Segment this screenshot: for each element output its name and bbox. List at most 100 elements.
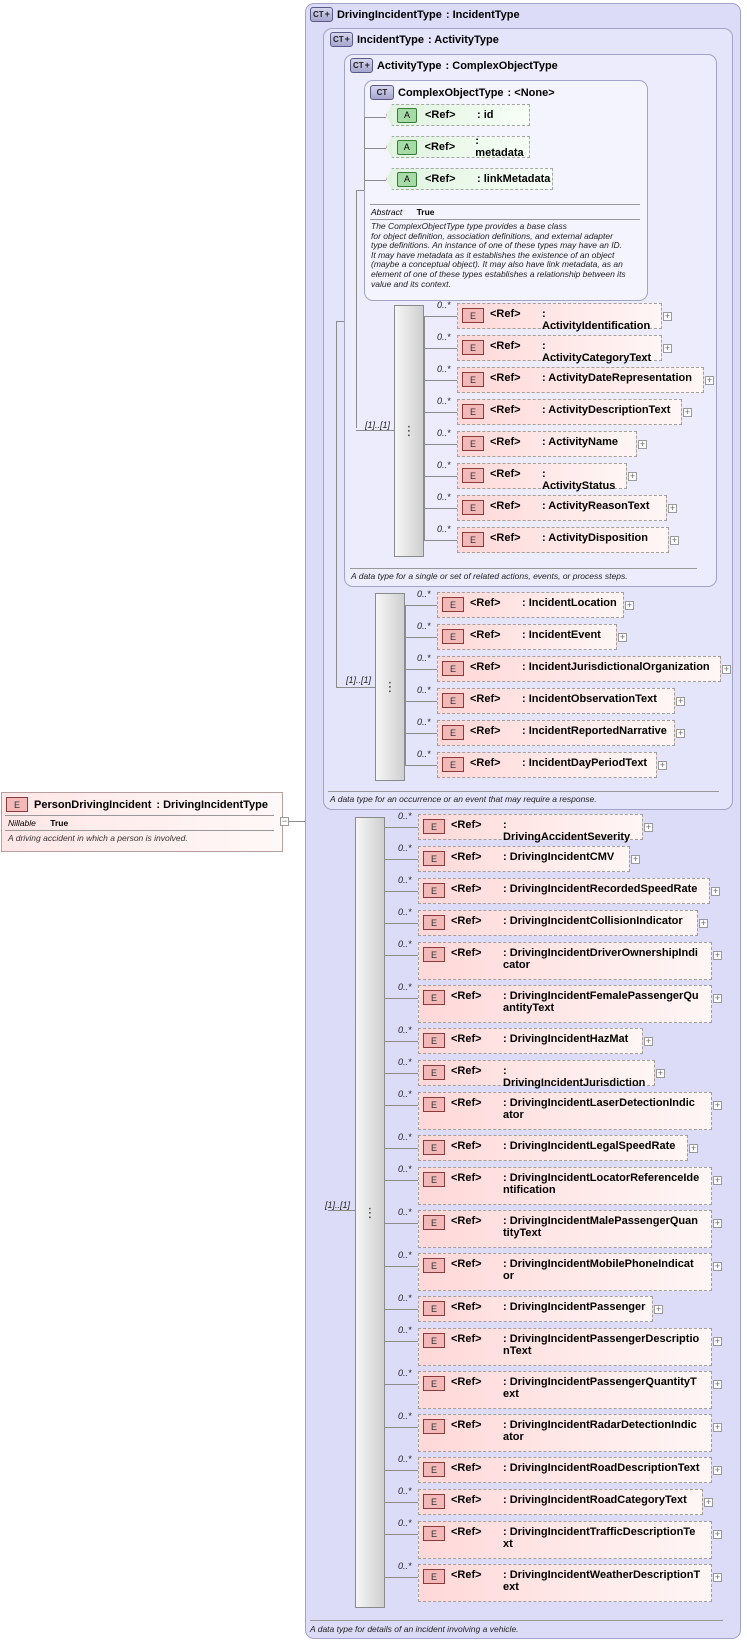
element-ref: <Ref> [490, 436, 521, 448]
element-activitystatus[interactable]: E<Ref>: ActivityStatus [457, 463, 627, 492]
expand-icon[interactable]: + [689, 1143, 698, 1153]
element-name-line: : ActivityReasonText [542, 500, 650, 512]
expand-icon[interactable]: + [713, 1336, 722, 1346]
element-icon: E [423, 915, 445, 930]
element-incidentdayperiodtext[interactable]: E<Ref>: IncidentDayPeriodText [437, 752, 657, 778]
expand-icon[interactable]: + [711, 886, 720, 896]
root-element-box[interactable]: E PersonDrivingIncident : DrivingInciden… [1, 792, 283, 852]
element-icon: E [442, 725, 464, 740]
activity-type-base: : ComplexObjectType [445, 59, 558, 72]
element-drivingincidentroadcategorytext[interactable]: E<Ref>: DrivingIncidentRoadCategoryText [418, 1489, 703, 1515]
expand-icon[interactable]: + [676, 696, 685, 706]
expand-icon[interactable]: + [713, 950, 722, 960]
expand-icon[interactable]: + [618, 632, 627, 642]
element-name-line: : DrivingIncidentLegalSpeedRate [503, 1140, 676, 1152]
element-drivingincidenthazmat[interactable]: E<Ref>: DrivingIncidentHazMat [418, 1028, 643, 1054]
element-multiplicity: 0..* [417, 685, 431, 695]
element-drivingincidentmobilephoneindicat[interactable]: E<Ref>: DrivingIncidentMobilePhoneIndica… [418, 1253, 712, 1291]
element-incidentjurisdictionalorganization[interactable]: E<Ref>: IncidentJurisdictionalOrganizati… [437, 656, 721, 682]
element-drivingincidentroaddescriptiontext[interactable]: E<Ref>: DrivingIncidentRoadDescriptionTe… [418, 1457, 712, 1483]
expand-icon[interactable]: + [713, 1465, 722, 1475]
expand-icon[interactable]: + [699, 918, 708, 928]
expand-icon[interactable]: + [654, 1304, 663, 1314]
element-drivingincidentpassengerdescriptio[interactable]: E<Ref>: DrivingIncidentPassengerDescript… [418, 1328, 712, 1366]
element-name-line: : DrivingIncidentTrafficDescriptionTe [503, 1526, 696, 1538]
expand-icon[interactable]: + [656, 1068, 665, 1078]
element-activitydescriptiontext[interactable]: E<Ref>: ActivityDescriptionText [457, 399, 682, 425]
attribute-3[interactable]: A<Ref>: linkMetadata [386, 168, 553, 190]
expand-icon[interactable]: + [625, 600, 634, 610]
element-activityname[interactable]: E<Ref>: ActivityName [457, 431, 637, 457]
expand-icon[interactable]: + [668, 503, 677, 513]
element-name: : ActivityReasonText [542, 500, 650, 512]
expand-icon[interactable]: + [722, 664, 731, 674]
expand-icon[interactable]: + [713, 1261, 722, 1271]
element-name-line: : IncidentReportedNarrative [522, 725, 667, 737]
element-drivingincidentcmv[interactable]: E<Ref>: DrivingIncidentCMV [418, 846, 630, 872]
element-drivingincidentrecordedspeedrate[interactable]: E<Ref>: DrivingIncidentRecordedSpeedRate [418, 878, 710, 904]
element-activitydaterepresentation[interactable]: E<Ref>: ActivityDateRepresentation [457, 367, 704, 393]
expand-icon[interactable]: + [644, 822, 653, 832]
expand-icon[interactable]: + [713, 1422, 722, 1432]
element-drivingincidentlocatorreferenceide[interactable]: E<Ref>: DrivingIncidentLocatorReferenceI… [418, 1167, 712, 1205]
expand-icon[interactable]: + [704, 1497, 713, 1507]
element-drivingincidentcollisionindicator[interactable]: E<Ref>: DrivingIncidentCollisionIndicato… [418, 910, 698, 936]
expand-icon[interactable]: + [663, 311, 672, 321]
expand-icon[interactable]: + [670, 535, 679, 545]
expand-icon[interactable]: + [705, 375, 714, 385]
expand-icon[interactable]: + [658, 760, 667, 770]
attribute-2[interactable]: A<Ref>: metadata [386, 136, 530, 158]
collapse-toggle[interactable]: − [280, 816, 289, 826]
element-multiplicity: 0..* [398, 1518, 412, 1528]
root-element-description: A driving accident in which a person is … [8, 833, 188, 843]
expand-icon[interactable]: + [713, 1100, 722, 1110]
expand-icon[interactable]: + [676, 728, 685, 738]
expand-icon[interactable]: + [644, 1036, 653, 1046]
element-drivingincidentfemalepassengerqu[interactable]: E<Ref>: DrivingIncidentFemalePassengerQu… [418, 985, 712, 1023]
expand-icon[interactable]: + [628, 471, 637, 481]
element-multiplicity: 0..* [398, 1411, 412, 1421]
element-activitycategorytext[interactable]: E<Ref>: ActivityCategoryText [457, 335, 662, 364]
expand-icon[interactable]: + [683, 407, 692, 417]
element-drivingincidentradardetectionindic[interactable]: E<Ref>: DrivingIncidentRadarDetectionInd… [418, 1414, 712, 1452]
element-drivingaccidentseverity[interactable]: E<Ref>: DrivingAccidentSeverity [418, 814, 643, 843]
expand-icon[interactable]: + [713, 1572, 722, 1582]
element-incidentlocation[interactable]: E<Ref>: IncidentLocation [437, 592, 624, 618]
element-activityreasontext[interactable]: E<Ref>: ActivityReasonText [457, 495, 667, 521]
element-drivingincidentjurisdiction[interactable]: E<Ref>: DrivingIncidentJurisdiction [418, 1060, 655, 1089]
element-name-line: antityText [503, 1002, 555, 1014]
element-drivingincidentlaserdetectionindic[interactable]: E<Ref>: DrivingIncidentLaserDetectionInd… [418, 1092, 712, 1130]
element-ref: <Ref> [451, 1258, 482, 1270]
element-multiplicity: 0..* [398, 875, 412, 885]
expand-icon[interactable]: + [713, 1379, 722, 1389]
element-drivingincidentpassenger[interactable]: E<Ref>: DrivingIncidentPassenger [418, 1296, 653, 1322]
element-incidentevent[interactable]: E<Ref>: IncidentEvent [437, 624, 617, 650]
element-incidentobservationtext[interactable]: E<Ref>: IncidentObservationText [437, 688, 675, 714]
element-multiplicity: 0..* [437, 364, 451, 374]
element-name-line: ext [503, 1388, 519, 1400]
expand-icon[interactable]: + [663, 343, 672, 353]
expand-icon[interactable]: + [713, 1175, 722, 1185]
expand-icon[interactable]: + [713, 1529, 722, 1539]
element-ref: <Ref> [470, 693, 501, 705]
abstract-label: Abstract [371, 207, 403, 217]
expand-icon[interactable]: + [713, 993, 722, 1003]
expand-icon[interactable]: + [713, 1218, 722, 1228]
element-drivingincidenttrafficdescriptionte[interactable]: E<Ref>: DrivingIncidentTrafficDescriptio… [418, 1521, 712, 1559]
element-activityidentification[interactable]: E<Ref>: ActivityIdentification [457, 303, 662, 332]
element-activitydisposition[interactable]: E<Ref>: ActivityDisposition [457, 527, 669, 553]
expand-icon[interactable]: + [631, 854, 640, 864]
description-line: for object definition, association defin… [371, 230, 613, 241]
expand-icon[interactable]: + [638, 439, 647, 449]
element-incidentreportednarrative[interactable]: E<Ref>: IncidentReportedNarrative [437, 720, 675, 746]
element-drivingincidentmalepassengerquan[interactable]: E<Ref>: DrivingIncidentMalePassengerQuan… [418, 1210, 712, 1248]
element-drivingincidentlegalspeedrate[interactable]: E<Ref>: DrivingIncidentLegalSpeedRate [418, 1135, 688, 1161]
attribute-1[interactable]: A<Ref>: id [386, 104, 530, 126]
element-name-line: : DrivingIncidentDriverOwnershipIndi [503, 947, 698, 959]
element-drivingincidentpassengerquantityt[interactable]: E<Ref>: DrivingIncidentPassengerQuantity… [418, 1371, 712, 1409]
element-drivingincidentweatherdescriptiont[interactable]: E<Ref>: DrivingIncidentWeatherDescriptio… [418, 1564, 712, 1602]
element-drivingincidentdriverownershipindi[interactable]: E<Ref>: DrivingIncidentDriverOwnershipIn… [418, 942, 712, 980]
